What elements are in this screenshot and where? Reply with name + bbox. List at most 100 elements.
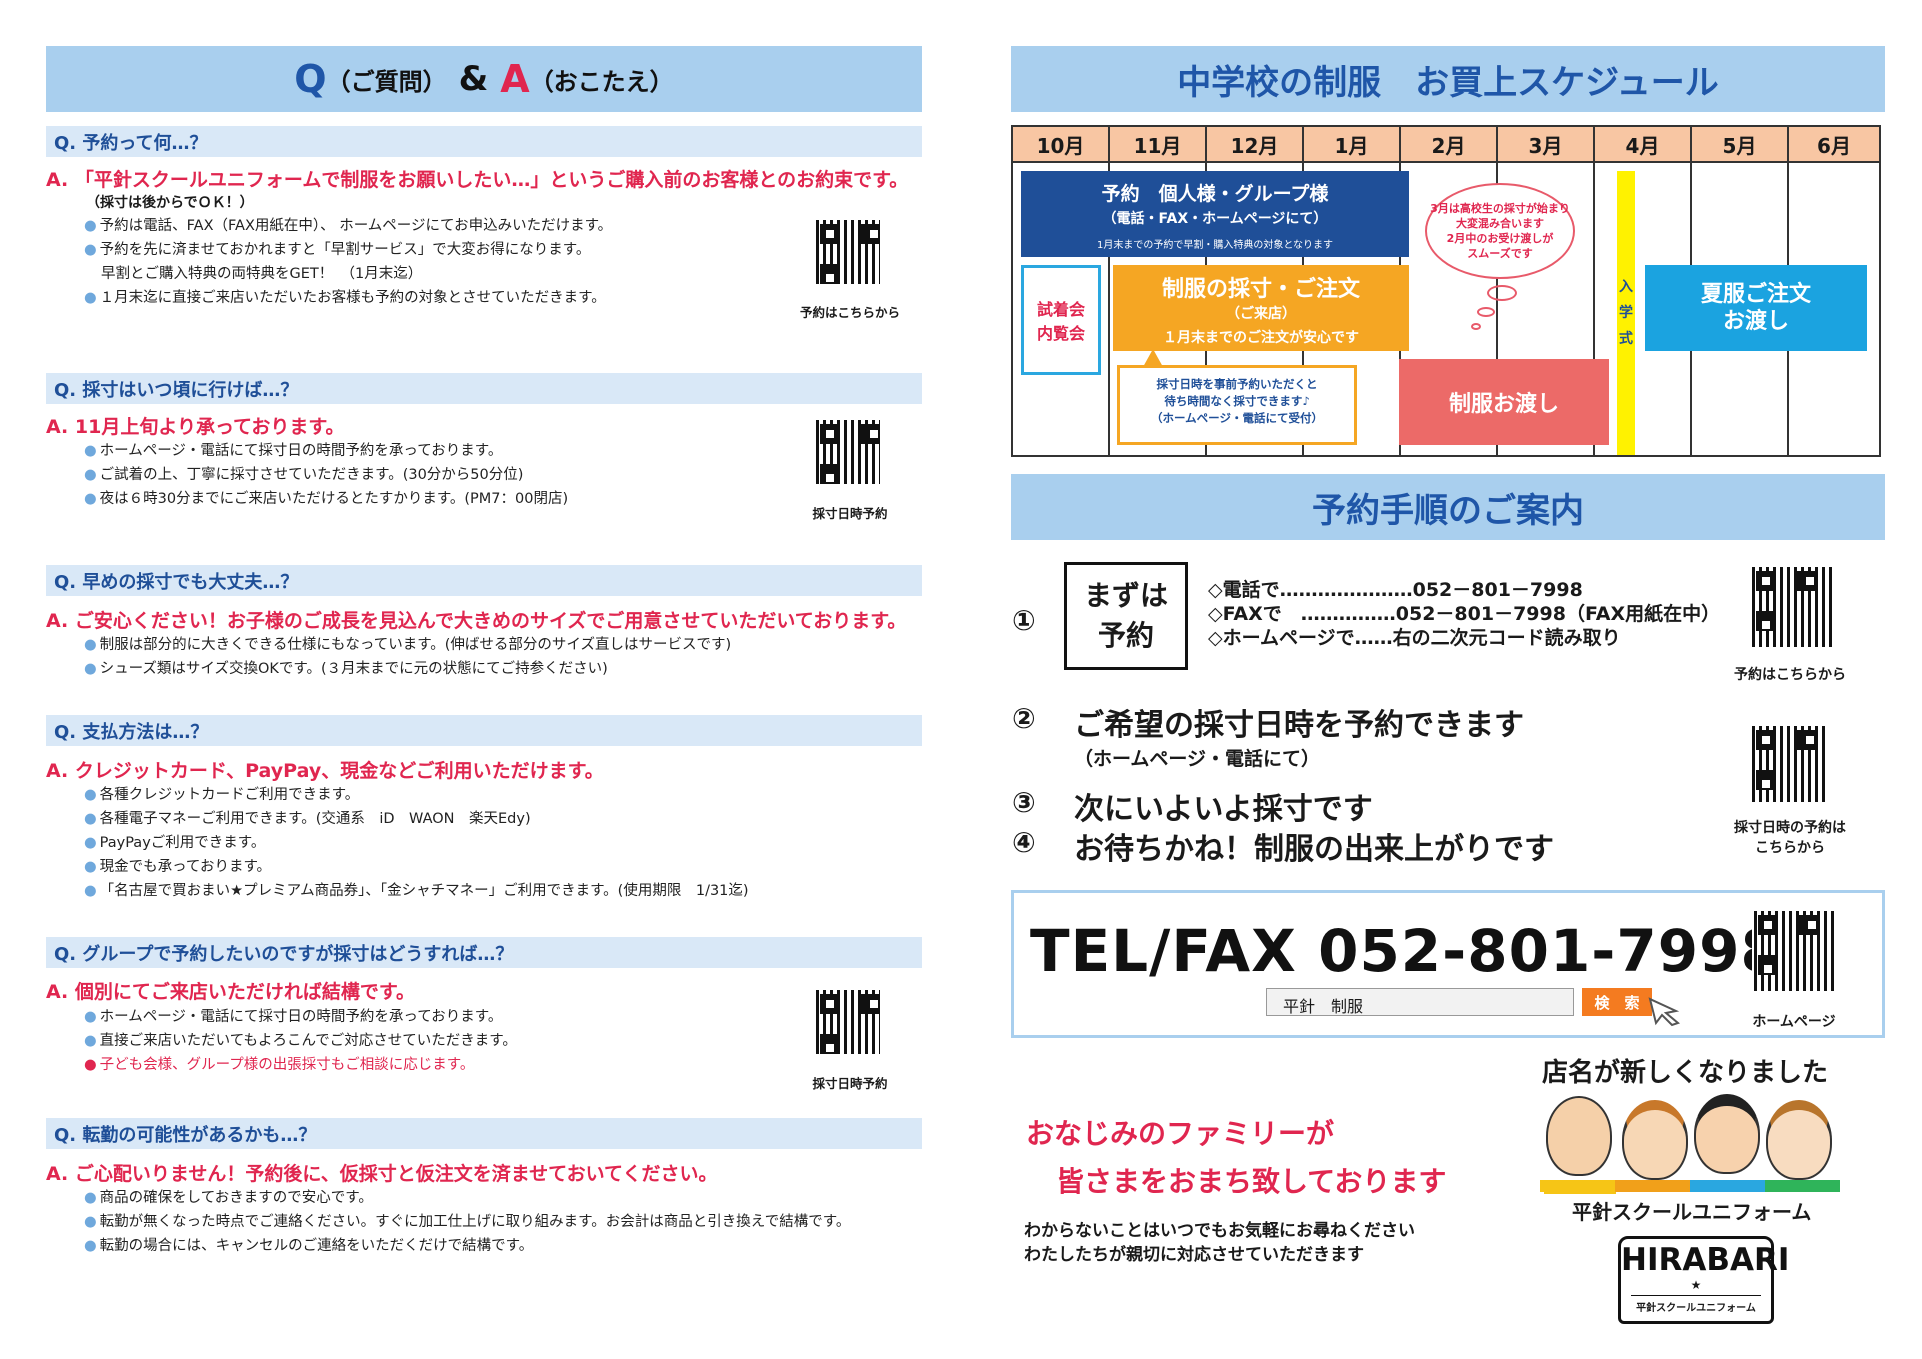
month-header: 6月 [1789, 127, 1879, 163]
reservation-sub: （電話・FAX・ホームページにて） [1102, 211, 1328, 227]
qa-title-a: A [500, 57, 530, 101]
step-2-sub: （ホームページ・電話にて） [1074, 748, 1321, 770]
answer-list: 各種クレジットカードご利用できます。 各種電子マネーご利用できます。(交通系 i… [84, 783, 749, 903]
list-item: ホームページ・電話にて採寸日の時間予約を承っております。 [84, 439, 568, 463]
logo-sub: 平針スクールユニフォーム [1631, 1295, 1761, 1314]
reservation-title: 予約 個人様・グループ様 [1101, 183, 1329, 205]
callout-tail-icon [1143, 349, 1163, 367]
month-header: 3月 [1498, 127, 1595, 163]
step-number: ① [1012, 604, 1036, 637]
clothes-icon [1540, 1180, 1840, 1192]
answer-list: ホームページ・電話にて採寸日の時間予約を承っております。 ご試着の上、丁寧に採寸… [84, 439, 568, 511]
question-bar: Q. 採寸はいつ頃に行けば…？ [46, 373, 922, 404]
list-item: 「名古屋で買おまい★プレミアム商品券」、「金シャチマネー」ご利用できます。(使用… [84, 879, 749, 903]
family-message-3: わからないことはいつでもお気軽にお尋ねください [1024, 1221, 1415, 1241]
bubble-dot-icon [1487, 285, 1517, 301]
grid-line [1593, 163, 1595, 455]
step-number: ③ [1012, 786, 1036, 819]
step-4: お待ちかね！制服の出来上がりです [1074, 832, 1554, 867]
measure-title: 制服の採寸・ご注文 [1161, 277, 1360, 302]
step-number: ④ [1012, 826, 1036, 859]
grid-line [1108, 163, 1110, 455]
list-item-red: 子ども会様、グループ様の出張採寸もご相談に応じます。 [84, 1053, 517, 1077]
reservation-bar: 予約 個人様・グループ様 （電話・FAX・ホームページにて） 1月末までの予約で… [1021, 171, 1409, 257]
list-item: シューズ類はサイズ交換OKです。(３月末までに元の状態にてご持参ください) [84, 657, 731, 681]
list-item: PayPayご利用できます。 [84, 831, 749, 855]
qa-title-q: Q [294, 57, 327, 101]
qr-code-icon[interactable] [1750, 724, 1830, 804]
list-item: 現金でも承っております。 [84, 855, 749, 879]
answer-list: ホームページ・電話にて採寸日の時間予約を承っております。 直接ご来店いただいても… [84, 1005, 517, 1077]
list-item: 予約は電話、FAX（FAX用紙在中）、 ホームページにてお申込みいただけます。 [84, 214, 612, 238]
list-item: 転勤の場合には、キャンセルのご連絡をいただくだけで結構です。 [84, 1234, 850, 1258]
family-message-2: 皆さまをおまち致しております [1056, 1165, 1447, 1198]
contact-line: ◇FAXで ……………052－801－7998（FAX用紙在中） [1208, 603, 1721, 625]
first-reserve-box: まずは 予約 [1064, 562, 1188, 670]
list-item: １月末迄に直接ご来店いただいたお客様も予約の対象とさせていただきます。 [84, 286, 612, 310]
qr-caption: 予約はこちらから [1734, 667, 1846, 683]
list-item: 転勤が無くなった時点でご連絡ください。すぐに加工仕上げに取り組みます。お会計は商… [84, 1210, 851, 1234]
search-input[interactable]: 平針 制服 [1266, 988, 1574, 1016]
qr-code-icon[interactable] [1752, 909, 1836, 993]
bubble-dot-icon [1471, 323, 1481, 330]
measure-bar: 制服の採寸・ご注文 （ご来店） １月末までのご注文が安心です [1113, 265, 1409, 351]
measure-sub: （ご来店） [1226, 306, 1296, 322]
grid-line [1496, 163, 1498, 455]
contact-line: ◇電話で…………………052－801－7998 [1208, 579, 1583, 601]
entrance-ceremony-bar: 入 学 式 [1617, 171, 1635, 455]
question-bar: Q. 早めの採寸でも大丈夫…？ [46, 565, 922, 596]
qa-title-q-sub: （ご質問） [326, 67, 447, 96]
search-button[interactable]: 検 索 [1582, 988, 1652, 1016]
face-icon [1546, 1096, 1612, 1176]
month-header: 10月 [1013, 127, 1110, 163]
answer-list: 商品の確保をしておきますので安心です。 転勤が無くなった時点でご連絡ください。す… [84, 1186, 851, 1258]
schedule-header: 中学校の制服 お買上スケジュール [1011, 46, 1885, 112]
qr-code-icon[interactable] [814, 988, 882, 1056]
list-item: 制服は部分的に大きくできる仕様にもなっています。(伸ばせる部分のサイズ直しはサー… [84, 633, 731, 657]
answer: A. 「平針スクールユニフォームで制服をお願いしたい…」というご購入前のお客様と… [46, 169, 909, 191]
list-item: 早割とご購入特典の両特典をGET！ （1月末迄） [101, 266, 423, 282]
logo-star-icon: ★ [1690, 1278, 1702, 1292]
list-item: 商品の確保をしておきますので安心です。 [84, 1186, 850, 1210]
step-number: ② [1012, 702, 1036, 735]
hirabari-logo: HIRABARI ★ 平針スクールユニフォーム [1618, 1236, 1789, 1324]
question-bar: Q. 予約って何…？ [46, 126, 922, 157]
question-bar: Q. 転勤の可能性があるかも…？ [46, 1118, 922, 1149]
list-item: 各種クレジットカードご利用できます。 [84, 783, 749, 807]
month-header: 2月 [1401, 127, 1498, 163]
qr-code-icon[interactable] [814, 418, 882, 486]
qr-caption: ホームページ [1752, 1014, 1836, 1030]
qr-caption: 予約はこちらから [799, 305, 900, 320]
shop-name: 平針スクールユニフォーム [1572, 1200, 1812, 1224]
answer: A. 11月上旬より承っております。 [46, 416, 345, 438]
list-item: 予約を先に済ませておかれますと「早割サービス」で大変お得になります。 [84, 238, 612, 262]
qa-title-amp: & [458, 59, 489, 99]
qa-header: Q （ご質問） & A （おこたえ） [46, 46, 922, 112]
list-item: ホームページ・電話にて採寸日の時間予約を承っております。 [84, 1005, 517, 1029]
list-item: 夜は６時30分までにご来店いただけるとたすかります。(PM7：00閉店) [84, 487, 568, 511]
callout-box: 採寸日時を事前予約いただくと 待ち時間なく採寸できます♪ （ホームページ・電話に… [1117, 365, 1357, 445]
answer: A. ご安心ください！お子様のご成長を見込んで大きめのサイズでご用意させていただ… [46, 610, 907, 632]
answer: A. クレジットカード、PayPay、現金などご利用いただけます。 [46, 760, 604, 782]
face-icon [1766, 1100, 1832, 1180]
answer-list: 予約は電話、FAX（FAX用紙在中）、 ホームページにてお申込みいただけます。 … [84, 214, 612, 310]
qr-code-icon[interactable] [814, 218, 882, 286]
month-header: 4月 [1595, 127, 1692, 163]
answer: A. ご心配いりません！予約後に、仮採寸と仮注文を済ませておいてください。 [46, 1163, 718, 1185]
qr-code-icon[interactable] [1750, 565, 1834, 649]
qr-caption: 採寸日時予約 [812, 506, 888, 521]
contact-line: ◇ホームページで……右の二次元コード読み取り [1208, 627, 1621, 649]
family-message-4: わたしたちが親切に対応させていただきます [1024, 1245, 1364, 1265]
month-header: 5月 [1692, 127, 1789, 163]
family-message-1: おなじみのファミリーが [1026, 1117, 1335, 1150]
tel-fax: TEL/FAX 052-801-7998 [1030, 917, 1782, 985]
bubble-dot-icon [1477, 307, 1495, 317]
schedule-calendar: 10月 11月 12月 1月 2月 3月 4月 5月 6月 予約 個人様・グルー… [1011, 125, 1881, 457]
contact-list: ◇電話で…………………052－801－7998 ◇FAXで ……………052－8… [1208, 578, 1720, 650]
question-bar: Q. 支払方法は…？ [46, 715, 922, 746]
list-item: 各種電子マネーご利用できます。(交通系 iD WAON 楽天Edy) [84, 807, 749, 831]
answer-note: （採寸は後からでＯＫ！） [86, 195, 254, 211]
trial-box: 試着会 内覧会 [1021, 265, 1101, 375]
reservation-note: 1月末までの予約で早割・購入特典の対象となります [1096, 240, 1334, 251]
list-item: ご試着の上、丁寧に採寸させていただきます。(30分から50分位) [84, 463, 568, 487]
